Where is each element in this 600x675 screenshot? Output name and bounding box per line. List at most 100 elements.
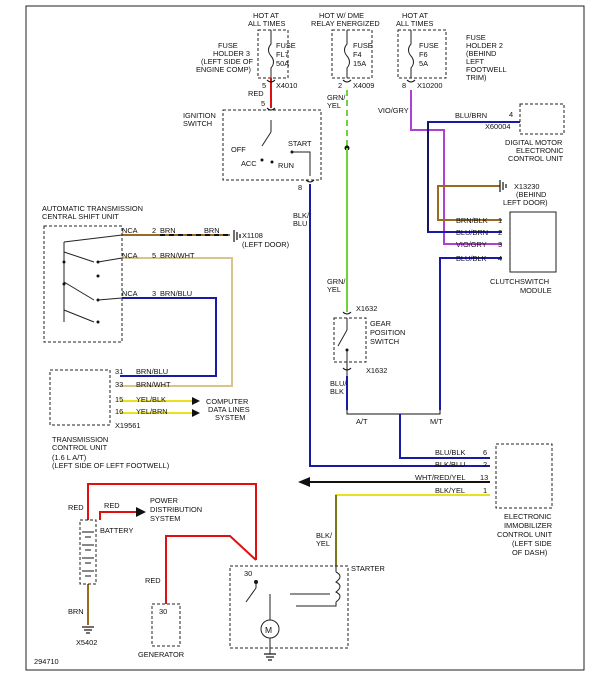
- csu-nca-2: NCA: [122, 251, 138, 260]
- generator: RED 30 GENERATOR: [138, 576, 184, 659]
- ground-x13230-id: X13230: [514, 182, 539, 191]
- ignition-contact-dot-2: [270, 160, 274, 164]
- wire-grn-yel-lower-label-1: GRN/: [327, 277, 346, 286]
- starter-title: STARTER: [351, 564, 385, 573]
- csu-ground-wire-label: BRN: [204, 226, 220, 235]
- csu-wire-brn-blu-label: BRN/BLU: [160, 289, 192, 298]
- wire-blu-blk-gps-label-1: BLU/: [330, 379, 347, 388]
- immobilizer-pin-13: 13: [480, 473, 488, 482]
- tcu-connector: X19561: [115, 421, 140, 430]
- pds-title-3: SYSTEM: [150, 514, 180, 523]
- wire-blk-yel: [335, 494, 490, 566]
- fuse-f4-header-1: HOT W/ DME: [319, 11, 364, 20]
- gps-mt-label: M/T: [430, 417, 443, 426]
- clutch-box: [509, 211, 557, 273]
- immobilizer-row-2-label: BLK/BLU: [435, 460, 465, 469]
- csu-pin-3: 3: [152, 289, 156, 298]
- immobilizer-pin-1: 1: [483, 486, 487, 495]
- tcu-loc-1: (1.6 L A/T): [52, 453, 86, 462]
- gps-connector-bottom: X1632: [366, 366, 387, 375]
- clutch-pin-2: 2: [498, 228, 502, 237]
- csu-switch-icon-3: [63, 309, 95, 323]
- generator-pin: 30: [159, 607, 167, 616]
- ignition-pin-out: 8: [298, 183, 302, 192]
- battery: RED RED BATTERY BRN X5402: [68, 501, 133, 647]
- fuse-f6-header-2: ALL TIMES: [396, 19, 433, 28]
- diagram-frame: [25, 5, 585, 671]
- wire-brn-wht: [120, 257, 233, 387]
- tcu-title-1: TRANSMISSION: [52, 435, 108, 444]
- csu-switch-icon-2: [63, 281, 95, 301]
- data-lines-2: DATA LINES: [208, 405, 250, 414]
- transmission-control-unit: 31 BRN/BLU 33 BRN/WHT 15 YEL/BLK 16 YEL/…: [49, 367, 250, 470]
- clutch-wire-2-label: BLU/BRN: [456, 228, 488, 237]
- pds-title-2: DISTRIBUTION: [150, 505, 202, 514]
- clutch-title-1: CLUTCHSWITCH: [490, 277, 549, 286]
- gps-title-1: GEAR: [370, 319, 391, 328]
- fuse-holder2-line1: FUSE: [466, 33, 486, 42]
- data-lines-1: COMPUTER: [206, 397, 248, 406]
- fuse-f6-header-1: HOT AT: [402, 11, 428, 20]
- csu-title-2: CENTRAL SHIFT UNIT: [42, 212, 119, 221]
- connector-markers: [266, 79, 416, 371]
- ignition-blade-icon: [261, 131, 272, 147]
- starter-switch-icon: [245, 587, 257, 603]
- wire-brn-blk: [437, 185, 502, 221]
- wire-blu-brn-dme-label: BLU/BRN: [455, 111, 487, 120]
- arrow-right-icon-2: [192, 409, 200, 417]
- battery-red-label: RED: [68, 503, 84, 512]
- clutch-switch-module: BRN/BLK 1 BLU/BRN 2 VIO/GRY 3 BLU/BLK 4 …: [456, 211, 557, 295]
- clutch-wire-4-label: BLU/BLK: [456, 254, 486, 263]
- arrow-left-icon: [298, 477, 310, 487]
- data-lines-3: SYSTEM: [215, 413, 245, 422]
- fuse-f6-element-icon: [408, 30, 414, 78]
- arrow-right-icon-1: [192, 397, 200, 405]
- tcu-wire-31-label: BRN/BLU: [136, 367, 168, 376]
- ground-x1108-id: X1108: [242, 231, 263, 240]
- wire-grn-yel-lower-label-2: YEL: [327, 285, 341, 294]
- clutch-title-2: MODULE: [520, 286, 552, 295]
- generator-wire-label: RED: [145, 576, 161, 585]
- fuse-holder3-line2: HOLDER 3: [213, 49, 250, 58]
- immobilizer-title-1: ELECTRONIC: [504, 512, 552, 521]
- csu-pin-2: 2: [152, 226, 156, 235]
- fuse-f4-name: FUSE: [353, 41, 373, 50]
- csu-box: [43, 225, 123, 343]
- immobilizer-title-4: (LEFT SIDE: [512, 539, 552, 548]
- tcu-loc-2: (LEFT SIDE OF LEFT FOOTWELL): [52, 461, 169, 470]
- fuse-fl7-header-1: HOT AT: [253, 11, 279, 20]
- fuse-f6-id: F6: [419, 50, 428, 59]
- clutch-wire-3-label: VIO/GRY: [456, 240, 487, 249]
- dme-control-unit: 4 X60004 DIGITAL MOTOR ELECTRONIC CONTRO…: [485, 103, 565, 163]
- tcu-pin-31: 31: [115, 367, 123, 376]
- fuse-fl7-box: [257, 29, 289, 79]
- dme-title-1: DIGITAL MOTOR: [505, 138, 562, 147]
- battery-ground-wire-label: BRN: [68, 607, 84, 616]
- fuse-f4-header-2: RELAY ENERGIZED: [311, 19, 380, 28]
- tcu-box: [49, 369, 111, 426]
- fuse-fl7-name: FUSE: [276, 41, 296, 50]
- ignition-title-2: SWITCH: [183, 119, 212, 128]
- fuse-f6: HOT AT ALL TIMES FUSE F6 5A 8 X10200 FUS…: [396, 11, 507, 90]
- battery-title: BATTERY: [100, 526, 133, 535]
- tcu-pin-16: 16: [115, 407, 123, 416]
- clutch-pin-4: 4: [498, 254, 502, 263]
- csu-switch-icon-1: [63, 251, 95, 263]
- wire-blk-yel-label-2: YEL: [316, 539, 330, 548]
- dme-pin: 4: [509, 110, 513, 119]
- immobilizer-control-unit: BLU/BLK 6 BLK/BLU 2 WHT/RED/YEL 13 BLK/Y…: [415, 443, 553, 557]
- battery-cells-icon: [82, 531, 94, 577]
- ignition-acc-label: ACC: [241, 159, 257, 168]
- fuse-f4-element-icon: [344, 30, 350, 78]
- wire-blk-blu-label-1: BLK/: [293, 211, 310, 220]
- immobilizer-pin-6: 6: [483, 448, 487, 457]
- wire-red-generator: [165, 535, 257, 604]
- fuse-holder2-line6: TRIM): [466, 73, 487, 82]
- tcu-pin-15: 15: [115, 395, 123, 404]
- fuse-fl7-element-icon: [268, 30, 274, 78]
- fuse-f4-id: F4: [353, 50, 362, 59]
- dme-title-2: ELECTRONIC: [516, 146, 564, 155]
- at-mt-bracket: [346, 410, 441, 415]
- fuse-f6-name: FUSE: [419, 41, 439, 50]
- fuse-holder3-line4: ENGINE COMP): [196, 65, 251, 74]
